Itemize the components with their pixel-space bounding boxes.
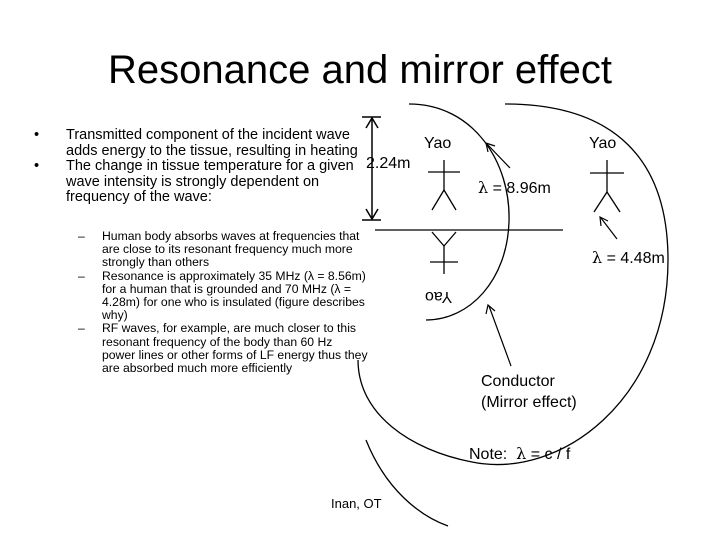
wavelength-label-grounded: λ = 8.96m (478, 179, 551, 198)
person-figure-mirrored (430, 231, 458, 274)
author-credit: Inan, OT (331, 496, 382, 511)
bullet-item: Transmitted component of the incident wa… (28, 127, 368, 159)
conductor-label-line1: Conductor (481, 373, 555, 390)
height-dimension-arrow (362, 116, 381, 221)
bullet-item: The change in tissue temperature for a g… (28, 158, 368, 206)
pointer-arrows (485, 142, 618, 367)
figure-label-insulated: Yao (589, 135, 617, 152)
bullet-list: Transmitted component of the incident wa… (28, 127, 368, 206)
conductor-label: Conductor (Mirror effect) (481, 371, 577, 413)
sub-bullet-item: Human body absorbs waves at frequencies … (78, 229, 368, 270)
lambda-symbol: λ (478, 178, 489, 197)
wave-curve-grounded (357, 103, 669, 466)
sub-bullet-list: Human body absorbs waves at frequencies … (78, 229, 368, 375)
person-figure-insulated (590, 160, 624, 213)
lambda-symbol: λ (516, 444, 527, 463)
sub-bullet-item: RF waves, for example, are much closer t… (78, 322, 368, 375)
height-label: 2.24m (366, 155, 411, 172)
wavelength-value: = 4.48m (602, 250, 665, 267)
sub-bullet-item: Resonance is approximately 35 MHz (λ = 8… (78, 269, 368, 323)
figure-label-mirrored: Yao (425, 288, 453, 305)
wave-curve-lower (365, 439, 449, 527)
note-formula: = c / f (526, 446, 571, 463)
slide-title: Resonance and mirror effect (108, 48, 612, 92)
formula-note: Note: λ = c / f (469, 445, 570, 464)
wavelength-label-insulated: λ = 4.48m (592, 249, 665, 268)
wavelength-value: = 8.96m (488, 180, 551, 197)
person-figure-grounded (428, 160, 460, 211)
wave-curve-insulated (408, 103, 510, 321)
figure-label-grounded: Yao (424, 135, 452, 152)
note-prefix: Note: (469, 446, 517, 463)
conductor-label-line2: (Mirror effect) (481, 394, 577, 411)
lambda-symbol: λ (592, 248, 603, 267)
